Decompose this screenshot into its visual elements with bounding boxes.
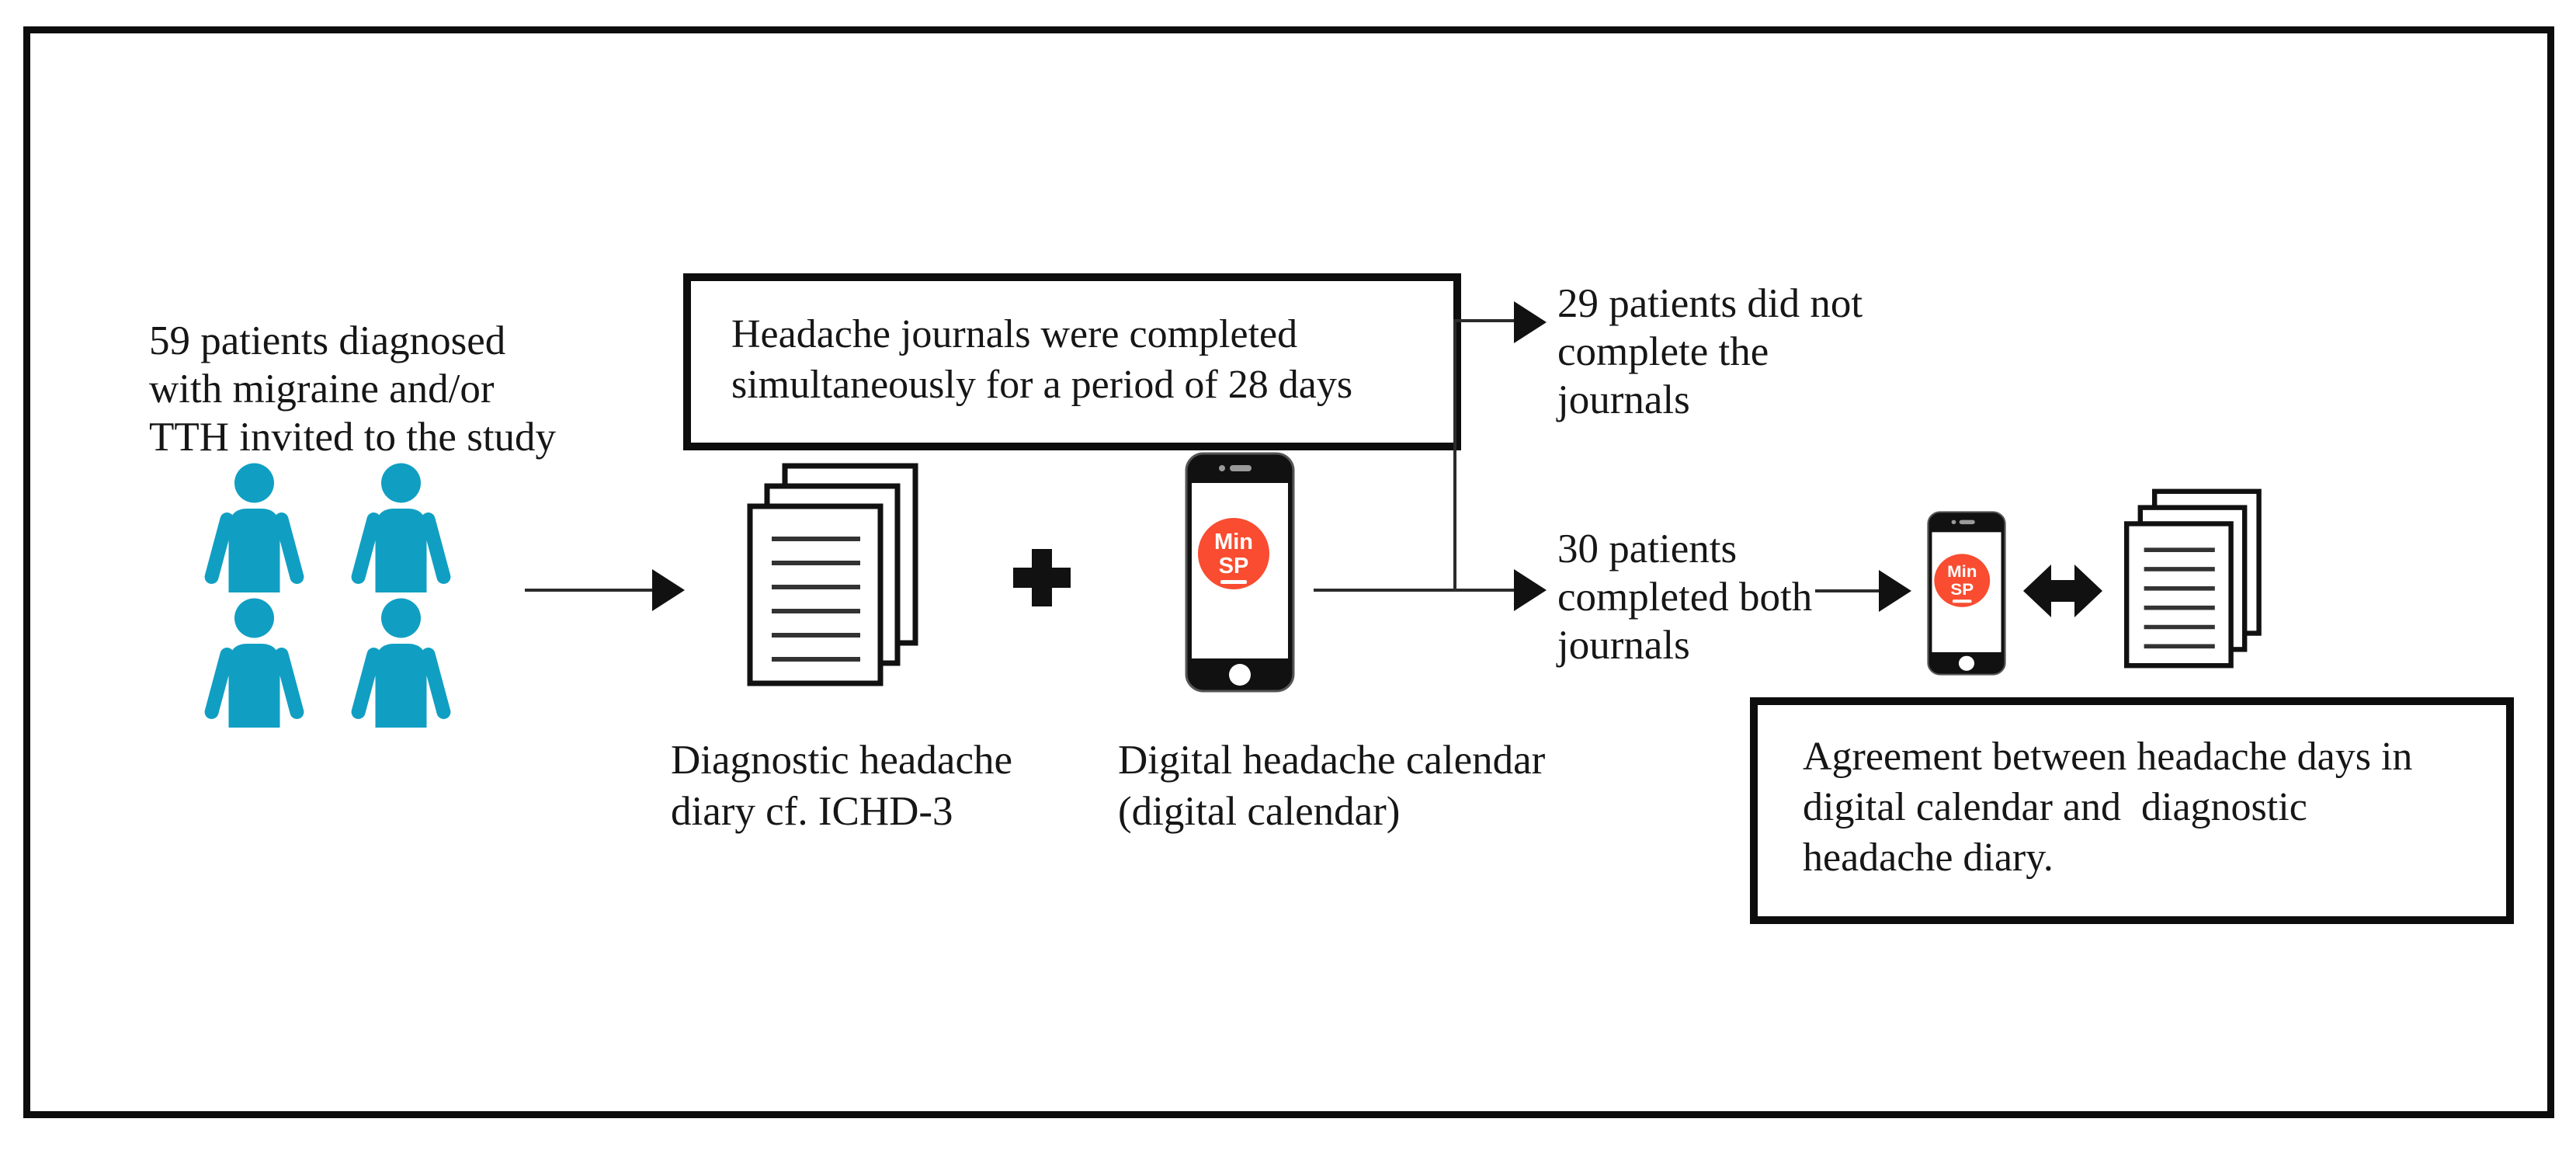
diary-label-line: Diagnostic headache — [671, 738, 1012, 783]
branch-vertical-line — [1453, 319, 1456, 592]
protocol-box-line: Headache journals were completed — [731, 312, 1298, 356]
app-logo-text-top: Min — [1214, 530, 1253, 554]
completers-label-line: completed both — [1557, 575, 1813, 620]
agreement-box-line: headache diary. — [1803, 836, 2054, 880]
protocol-box-line: simultaneously for a period of 28 days — [731, 363, 1353, 407]
smartphone-icon: Min SP — [1927, 511, 2006, 676]
invited-caption: 59 patients diagnosed with migraine and/… — [149, 317, 556, 461]
dropout-label-line: 29 patients did not — [1557, 281, 1863, 326]
patient-icon — [348, 598, 454, 728]
completers-label-line: 30 patients — [1557, 526, 1738, 572]
patient-icon — [348, 463, 454, 592]
app-logo-text-bottom: SP — [1950, 580, 1974, 599]
diary-label: Diagnostic headache diary cf. ICHD-3 — [671, 735, 1012, 837]
calendar-label-line: (digital calendar) — [1118, 789, 1401, 834]
flow-line — [1815, 589, 1880, 592]
right-arrow-icon — [1879, 570, 1911, 612]
paper-diary-icon — [2124, 488, 2262, 669]
agreement-box: Agreement between headache days in digit… — [1750, 697, 2514, 924]
branch-top-line — [1455, 319, 1515, 322]
invited-caption-line: TTH invited to the study — [149, 415, 557, 460]
comparison-arrow-icon — [2023, 565, 2102, 617]
app-logo-circle — [1934, 554, 1991, 607]
paper-diary-icon — [747, 463, 918, 686]
invited-caption-line: with migraine and/or — [149, 367, 495, 412]
protocol-box: Headache journals were completed simulta… — [683, 273, 1461, 450]
patient-group-icon — [190, 462, 465, 728]
app-logo-text-bottom: SP — [1219, 554, 1249, 578]
patient-icon — [201, 598, 307, 728]
app-logo-circle — [1198, 518, 1269, 589]
app-logo-text-top: Min — [1947, 561, 1977, 580]
calendar-label-line: Digital headache calendar — [1118, 738, 1546, 783]
right-arrow-icon — [1514, 569, 1547, 611]
calendar-label: Digital headache calendar (digital calen… — [1118, 735, 1545, 837]
dropout-label-line: journals — [1557, 377, 1690, 422]
flow-line — [525, 589, 654, 592]
dropout-label: 29 patients did not complete the journal… — [1557, 280, 1863, 424]
diary-label-line: diary cf. ICHD-3 — [671, 789, 953, 834]
invited-caption-line: 59 patients diagnosed — [149, 318, 506, 363]
completers-label: 30 patients completed both journals — [1557, 525, 1812, 669]
plus-icon — [1013, 549, 1071, 606]
smartphone-icon: Min SP — [1185, 452, 1295, 693]
dropout-label-line: complete the — [1557, 329, 1769, 374]
right-arrow-icon — [1514, 301, 1547, 343]
branch-main-line — [1314, 589, 1515, 592]
right-arrow-icon — [652, 569, 685, 611]
completers-label-line: journals — [1557, 623, 1690, 668]
patient-icon — [201, 463, 307, 592]
agreement-box-line: digital calendar and diagnostic — [1803, 785, 2307, 829]
agreement-box-line: Agreement between headache days in — [1803, 735, 2413, 779]
